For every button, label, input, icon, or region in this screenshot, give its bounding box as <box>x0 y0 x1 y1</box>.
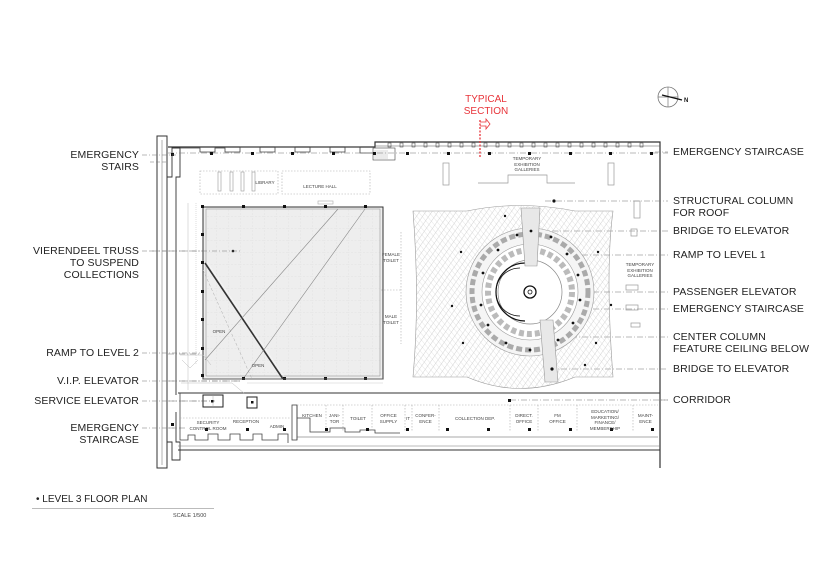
room-lecture-hall: LECTURE HALL <box>303 184 337 189</box>
callout-leaders-right <box>655 151 668 401</box>
callout-structural-column: STRUCTURAL COLUMN FOR ROOF <box>673 195 793 219</box>
callout-text: RAMP TO LEVEL 1 <box>673 249 766 261</box>
facade-fins-top <box>180 142 660 161</box>
room-male-toilet: MALE TOILET <box>383 314 399 325</box>
callout-text: FEATURE CEILING BELOW <box>673 343 810 355</box>
gallery-partitions <box>442 162 641 328</box>
north-arrow-icon: N <box>657 86 688 108</box>
callout-center-column: CENTER COLUMN FEATURE CEILING BELOW <box>673 331 809 355</box>
callout-text: CORRIDOR <box>673 394 731 406</box>
room-office-supply: OFFICE SUPPLY <box>379 413 398 424</box>
toilet-partitions <box>381 232 402 344</box>
callout-ramp-to-level-1: RAMP TO LEVEL 1 <box>673 249 766 261</box>
section-label-line2: SECTION <box>463 106 509 117</box>
callout-text: EMERGENCY STAIRCASE <box>673 146 805 158</box>
room-admin: ADMIN <box>269 424 285 429</box>
callout-text: CENTER COLUMN <box>673 331 766 343</box>
callout-emergency-staircase-top: EMERGENCY STAIRCASE <box>673 146 804 158</box>
callout-text: SERVICE ELEVATOR <box>34 395 139 407</box>
room-library: LIBRARY <box>255 180 275 185</box>
callout-text: V.I.P. ELEVATOR <box>56 375 139 387</box>
callout-passenger-elevator: PASSENGER ELEVATOR <box>673 286 797 298</box>
room-temporary-gallery-right: TEMPORARY EXHIBITION GALLERIES <box>625 262 655 278</box>
room-reception: RECEPTION <box>232 419 260 424</box>
structural-columns <box>171 152 653 426</box>
callout-text: VIERENDEEL TRUSS <box>32 245 139 257</box>
callout-emergency-staircase-mid: EMERGENCY STAIRCASE <box>673 303 804 315</box>
room-it: IT <box>406 416 410 421</box>
callout-text: EMERGENCY <box>70 422 139 434</box>
callout-text: STRUCTURAL COLUMN <box>673 195 794 207</box>
title-bullet: • <box>36 494 40 505</box>
section-label-line1: TYPICAL <box>465 94 507 105</box>
room-education-marketing: EDUCATION/ MARKETING/ FINANCE/ MEMBERSHI… <box>589 409 621 431</box>
center-feature-rotunda <box>412 199 614 389</box>
room-open-2: OPEN <box>251 363 265 368</box>
typical-section-label: TYPICAL SECTION <box>456 94 516 118</box>
room-maintenance: MAINT- ENCE <box>637 413 654 424</box>
callout-text: EMERGENCY STAIRCASE <box>673 303 805 315</box>
ramp-to-level-2 <box>180 203 383 395</box>
title-text: LEVEL 3 FLOOR PLAN <box>42 494 148 505</box>
room-female-toilet: FEMALE TOILET <box>381 252 400 263</box>
typical-section-marker <box>479 117 491 158</box>
callout-text: PASSENGER ELEVATOR <box>673 286 797 298</box>
callout-bridge-to-elevator-top: BRIDGE TO ELEVATOR <box>673 225 789 237</box>
callout-vierendeel-truss: VIERENDEEL TRUSS TO SUSPEND COLLECTIONS <box>33 245 139 281</box>
room-toilet: TOILET <box>350 416 366 421</box>
callout-text: FOR ROOF <box>673 207 730 219</box>
room-temporary-gallery-top: TEMPORARY EXHIBITION GALLERIES <box>512 156 542 172</box>
callout-service-elevator: SERVICE ELEVATOR <box>34 395 139 407</box>
svg-text:N: N <box>684 98 688 104</box>
room-security-control: SECURITY CONTROL ROOM <box>189 420 227 431</box>
callout-vip-elevator: V.I.P. ELEVATOR <box>57 375 139 387</box>
room-open-1: OPEN <box>212 329 226 334</box>
callout-text: RAMP TO LEVEL 2 <box>46 347 139 359</box>
callout-emergency-stairs: EMERGENCY STAIRS <box>70 149 139 173</box>
callout-ramp-to-level-2: RAMP TO LEVEL 2 <box>46 347 139 359</box>
callout-emergency-staircase-left: EMERGENCY STAIRCASE <box>70 422 139 446</box>
callout-leaders-left <box>142 154 240 429</box>
office-block <box>179 393 658 443</box>
room-direct-office: DIRECT. OFFICE <box>515 413 533 424</box>
library-lecture-zones <box>199 170 371 195</box>
callout-text: BRIDGE TO ELEVATOR <box>673 225 790 237</box>
title-underline <box>32 508 214 509</box>
room-janitor: JANI- TOR <box>328 413 341 424</box>
drawing-title: • LEVEL 3 FLOOR PLAN <box>36 494 148 505</box>
callout-text: COLLECTIONS <box>63 269 139 281</box>
room-kitchen: KITCHEN <box>302 413 322 418</box>
vierendeel-truss-block <box>201 205 384 380</box>
callout-text: TO SUSPEND <box>69 257 139 269</box>
room-conference: CONFER- ENCE <box>415 413 436 424</box>
library-shelves <box>217 171 334 205</box>
callout-text: STAIRCASE <box>79 434 139 446</box>
drawing-scale: SCALE 1/500 <box>173 513 207 519</box>
callout-bridge-to-elevator-bottom: BRIDGE TO ELEVATOR <box>673 363 789 375</box>
callout-text: EMERGENCY <box>70 149 139 161</box>
callout-corridor: CORRIDOR <box>673 394 731 406</box>
room-collection-dep: COLLECTION DEP. <box>455 416 495 421</box>
callout-text: STAIRS <box>101 161 139 173</box>
callout-text: BRIDGE TO ELEVATOR <box>673 363 790 375</box>
room-fm-office: FM OFFICE <box>549 413 566 424</box>
